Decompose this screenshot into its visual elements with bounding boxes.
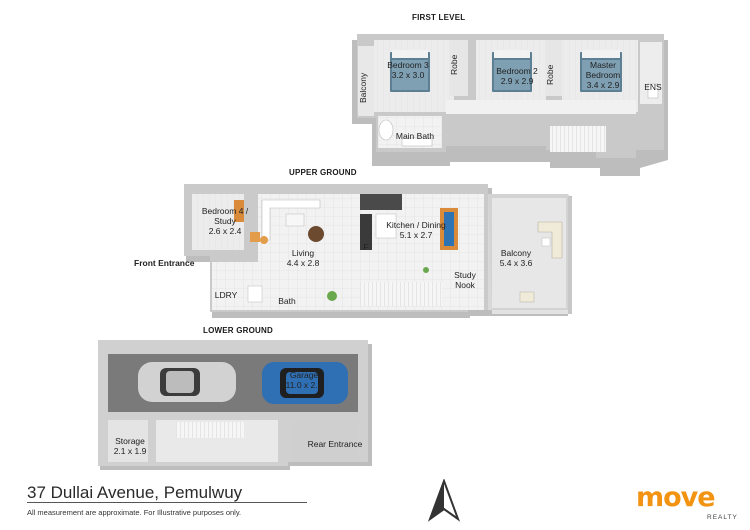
room-dim: 2.1 x 1.9 <box>113 446 147 456</box>
logo-wordmark: move <box>636 482 716 513</box>
room-dim: 3.4 x 2.9 <box>586 80 620 90</box>
shower-icon <box>247 285 263 303</box>
room-label-main-bath: Main Bath <box>395 131 435 141</box>
room-label-master: Master Bedroom 3.4 x 2.9 <box>578 60 628 90</box>
robe1-area <box>450 40 468 96</box>
room-dim: 11.0 x 2.8 <box>285 380 323 390</box>
room-name: Balcony <box>500 248 532 258</box>
hallway-floor <box>446 100 636 114</box>
room-label-living: Living 4.4 x 2.8 <box>278 248 328 268</box>
brand-logo: move REALTY <box>636 482 738 522</box>
chair-icon <box>250 232 260 242</box>
floor-plan <box>98 34 668 470</box>
room-label-garage: Garage 11.0 x 2.8 <box>276 370 332 390</box>
coffee-table-icon <box>285 213 305 227</box>
fridge-label: F <box>363 242 369 252</box>
lower-stairs <box>176 422 244 438</box>
room-label-bedroom2: Bedroom 2 2.9 x 2.9 <box>491 66 543 86</box>
disclaimer-text: All measurement are approximate. For Ill… <box>27 508 242 517</box>
rear-entrance-label: Rear Entrance <box>307 439 363 449</box>
room-dim: 3.2 x 3.0 <box>391 70 425 80</box>
bed-icon <box>492 50 532 92</box>
room-label-balcony-upper: Balcony 5.4 x 3.6 <box>492 248 540 268</box>
room-label-ldry: LDRY <box>214 290 238 300</box>
room-label-bedroom3: Bedroom 3 3.2 x 3.0 <box>382 60 434 80</box>
room-dim: 5.4 x 3.6 <box>499 258 533 268</box>
first-stairs <box>550 126 606 152</box>
plant-icon <box>423 267 429 273</box>
room-name: Garage <box>289 370 319 380</box>
room-dim: 2.9 x 2.9 <box>500 76 534 86</box>
room-name: Living <box>291 248 315 258</box>
room-label-balcony: Balcony <box>358 72 368 104</box>
room-label-storage: Storage 2.1 x 1.9 <box>110 436 150 456</box>
room-name: Storage <box>115 436 145 446</box>
rear-entrance-area <box>292 420 358 462</box>
desk-icon <box>234 200 244 222</box>
rug-icon <box>308 226 324 242</box>
room-label-bath: Bath <box>278 296 296 306</box>
upper-ground-plan <box>184 184 572 318</box>
property-address: 37 Dullai Avenue, Pemulwuy <box>27 483 243 502</box>
room-name: Master <box>590 60 616 70</box>
room-dim: 5.1 x 2.7 <box>399 230 433 240</box>
room-label-bedroom4: Bedroom 4 / Study 2.6 x 2.4 <box>196 206 254 236</box>
armchair-icon <box>260 236 268 244</box>
room-name: Nook <box>455 280 475 290</box>
room-name: Study <box>214 216 236 226</box>
compass-icon <box>427 479 461 522</box>
room-dim: 2.6 x 2.4 <box>208 226 242 236</box>
room-dim: 4.4 x 2.8 <box>286 258 320 268</box>
plant-icon <box>327 291 337 301</box>
front-entrance-label: Front Entrance <box>134 258 195 268</box>
living-floor <box>258 194 350 310</box>
room-label-ens: ENS <box>644 82 662 92</box>
lower-ground-plan <box>98 340 372 470</box>
room-label-study-nook: Study Nook <box>448 270 482 290</box>
outdoor-sofa-icon <box>537 221 563 259</box>
room-label-robe: Robe <box>449 54 459 76</box>
outdoor-chair-icon <box>519 291 535 303</box>
room-name: Study <box>454 270 476 280</box>
vanity-icon <box>401 137 433 147</box>
first-level-plan <box>352 34 668 176</box>
storage-floor <box>108 420 148 462</box>
room-name: Bedroom <box>585 70 621 80</box>
logo-subtitle: REALTY <box>707 514 738 521</box>
kitchen-island-icon <box>360 214 372 250</box>
room-label-kitchen: Kitchen / Dining 5.1 x 2.7 <box>383 220 449 240</box>
bed-icon <box>580 50 622 92</box>
blue-car-icon <box>262 362 348 404</box>
first-balcony-floor <box>358 46 374 116</box>
first-level-title: FIRST LEVEL <box>412 13 466 22</box>
footer-divider <box>27 502 307 503</box>
room-name: Bedroom 2 <box>496 66 538 76</box>
kitchen-bench-icon <box>360 194 402 210</box>
room-name: Bedroom 4 / <box>201 206 249 216</box>
lower-ground-title: LOWER GROUND <box>203 326 273 335</box>
silver-car-icon <box>138 362 236 402</box>
upper-ground-title: UPPER GROUND <box>289 168 357 177</box>
upper-stairs <box>360 282 442 306</box>
toilet-icon <box>378 119 394 141</box>
room-label-robe: Robe <box>545 64 555 86</box>
robe2-area <box>546 40 562 96</box>
room-name: Kitchen / Dining <box>386 220 446 230</box>
toilet-icon <box>647 83 659 99</box>
bed-icon <box>390 50 430 92</box>
room-name: Bedroom 3 <box>387 60 429 70</box>
